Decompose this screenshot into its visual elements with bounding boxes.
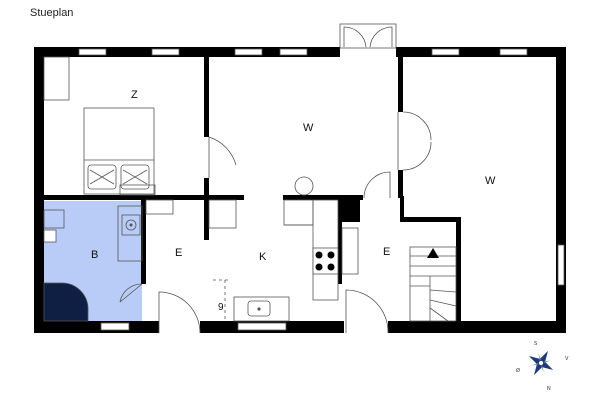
compass-s: S	[534, 341, 537, 347]
terrace-door	[339, 23, 397, 49]
room-label-w-right: W	[485, 175, 496, 187]
bathroom-fixtures	[43, 205, 143, 322]
room-label-e-right: E	[383, 246, 390, 258]
room-label-g: 9	[218, 302, 224, 313]
compass-o: Ø	[516, 367, 520, 374]
room-label-e-left: E	[175, 247, 182, 259]
plan-title: Stueplan	[30, 7, 74, 19]
stove	[312, 247, 339, 275]
kitchen-fixtures	[145, 176, 359, 322]
room-label-k: K	[259, 251, 267, 263]
doors	[119, 111, 432, 334]
compass-n: N	[547, 386, 551, 392]
outer-walls	[34, 47, 566, 333]
room-label-z: Z	[131, 89, 138, 101]
room-label-b: B	[91, 249, 98, 261]
compass-v: V	[565, 356, 569, 362]
bed	[43, 56, 156, 196]
room-label-w-center: W	[303, 122, 314, 134]
compass-rose	[528, 350, 554, 376]
interior-walls	[44, 57, 461, 322]
windows	[78, 48, 565, 331]
stair-arrow	[427, 248, 439, 258]
stairs	[409, 246, 457, 322]
